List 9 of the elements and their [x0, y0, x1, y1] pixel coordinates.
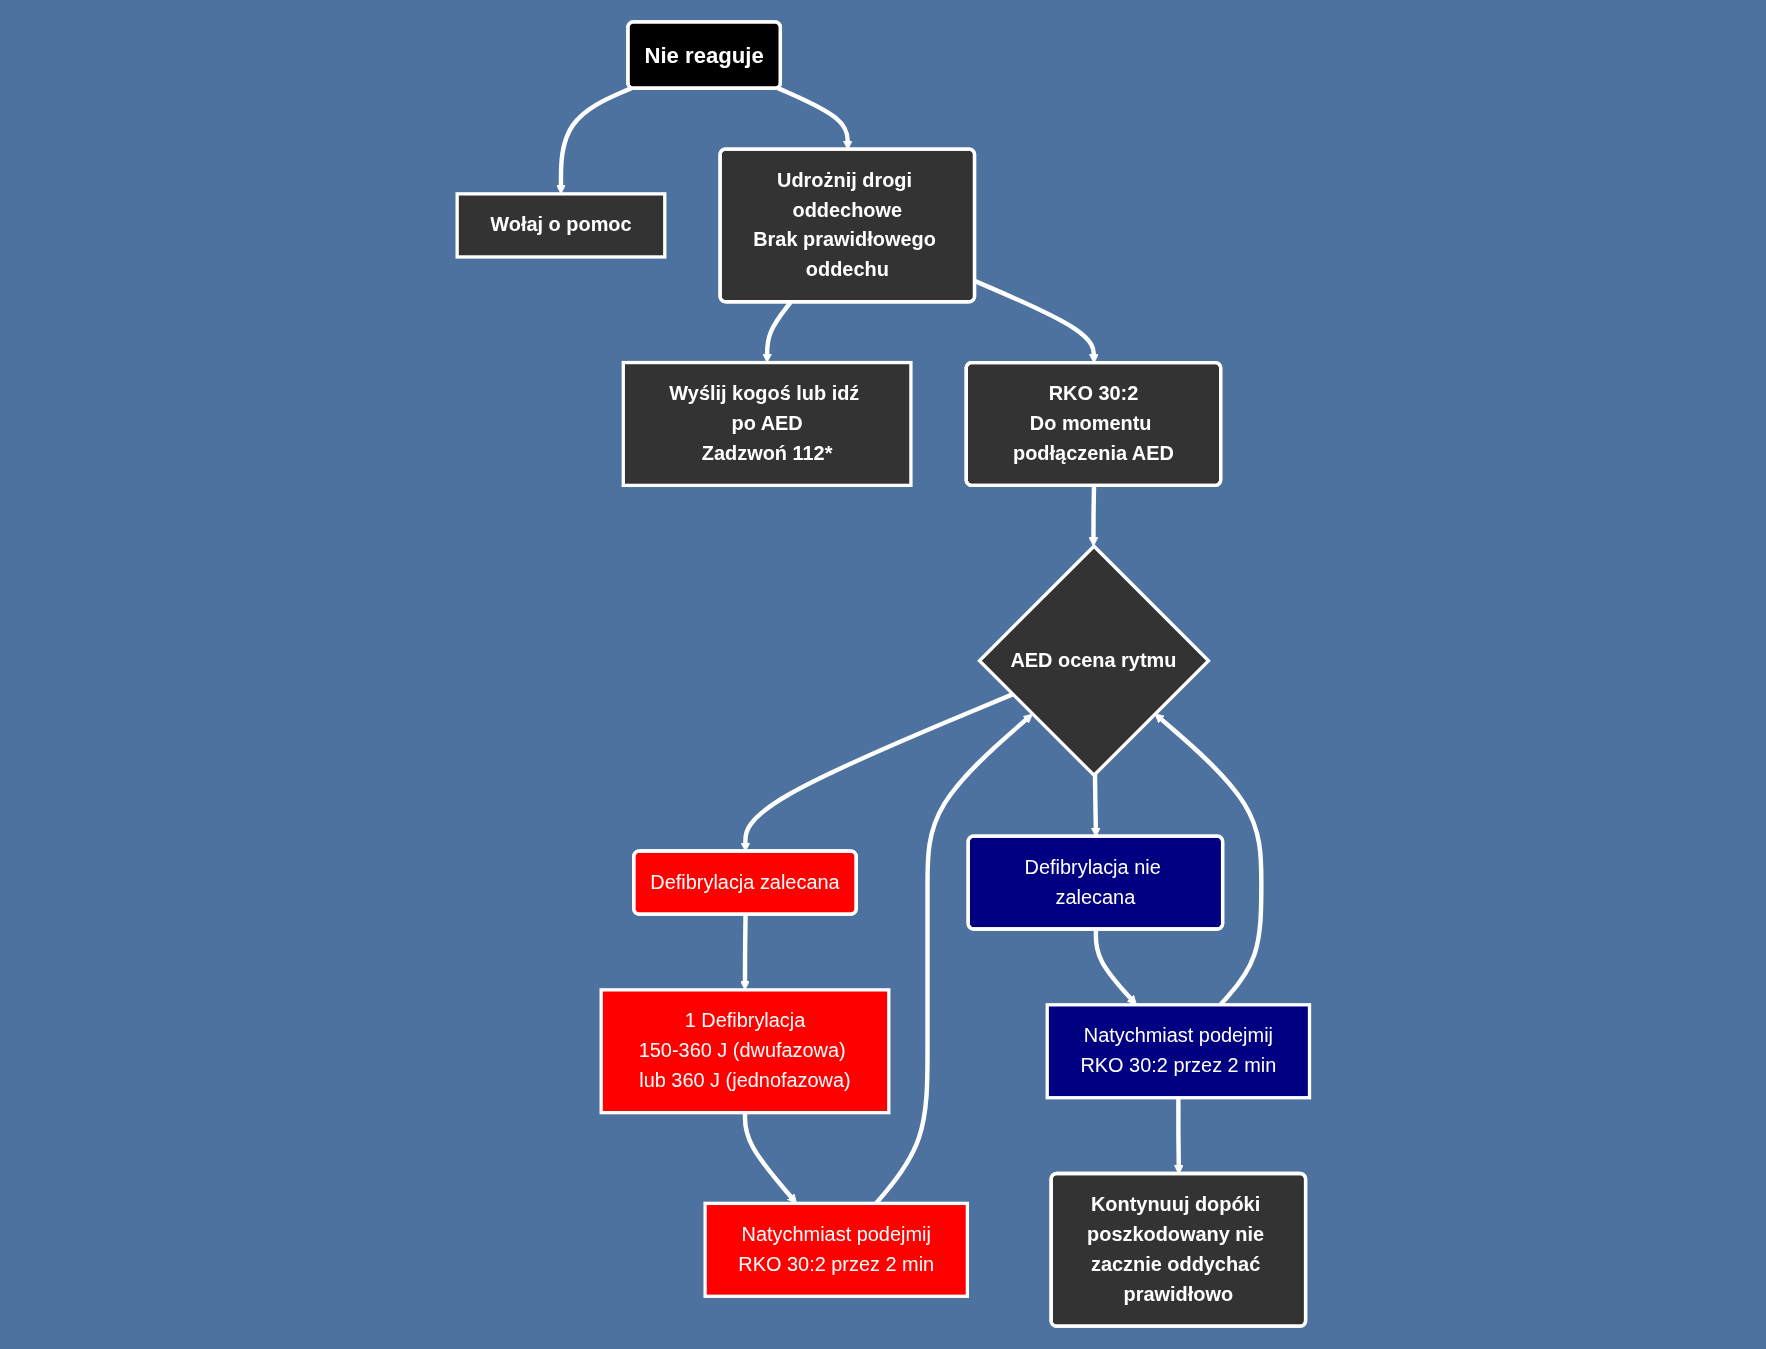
node-box: Wyślij kogoś lub idź po AED Zadzwoń 112*	[621, 361, 913, 488]
node-box: Natychmiast podejmij RKO 30:2 przez 2 min	[1045, 1003, 1311, 1100]
node-box: Wołaj o pomoc	[455, 192, 667, 260]
node-diamond: AED ocena rytmu	[976, 544, 1211, 779]
arrow	[555, 86, 632, 195]
node-box: 1 Defibrylacja 150-360 J (dwufazowa) lub 360 J (jednofazowa)	[599, 988, 891, 1115]
node-box: Natychmiast podejmij RKO 30:2 przez 2 min	[703, 1202, 969, 1299]
arrow	[1093, 930, 1137, 1006]
arrow	[739, 915, 750, 991]
